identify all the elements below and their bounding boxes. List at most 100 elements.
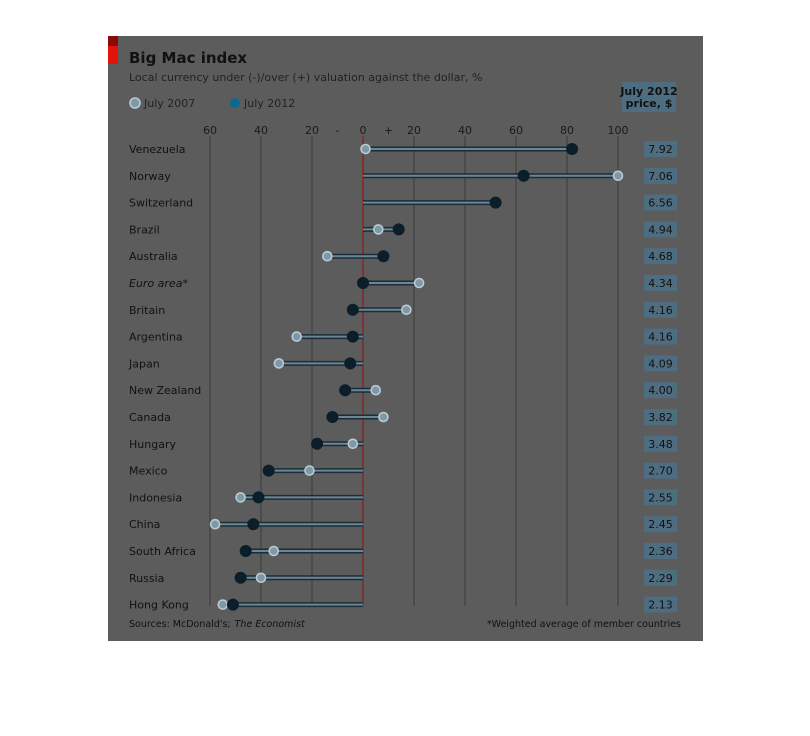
footnote: *Weighted average of member countries [487, 619, 681, 630]
point-july-2012 [377, 250, 390, 263]
price-label: 2.29 [648, 572, 673, 585]
price-cell [644, 301, 677, 318]
country-label: New Zealand [129, 384, 201, 397]
x-tick-label: 40 [458, 124, 472, 137]
data-row: Russia 2.29 [129, 569, 677, 586]
chart-title: Big Mac index [129, 49, 247, 67]
country-label: Australia [129, 250, 178, 263]
x-tick-label: 60 [203, 124, 217, 137]
price-label: 3.82 [648, 411, 673, 424]
country-label: Canada [129, 411, 171, 424]
price-label: 4.09 [648, 357, 673, 370]
country-label: Norway [129, 170, 171, 183]
point-july-2012 [344, 357, 357, 370]
source-note-text: Sources: McDonald's; [129, 619, 231, 630]
point-july-2012 [252, 491, 265, 504]
data-row: Switzerland 6.56 [129, 194, 677, 211]
legend-marker-2012 [230, 98, 240, 108]
point-july-2012 [326, 411, 339, 423]
price-label: 2.55 [648, 491, 673, 504]
price-cell [644, 382, 677, 399]
price-cell [644, 328, 677, 345]
point-july-2012 [247, 518, 260, 531]
brand-tab [108, 36, 118, 64]
x-tick-label: 40 [254, 124, 268, 137]
price-cell [644, 141, 677, 157]
point-july-2012 [226, 598, 239, 611]
point-july-2012 [346, 330, 359, 343]
point-july-2007 [304, 465, 315, 476]
legend-label-2007: July 2007 [143, 97, 195, 110]
point-july-2007 [370, 384, 382, 396]
price-header-box [622, 82, 676, 112]
point-july-2012 [234, 571, 247, 584]
x-tick-label: 80 [560, 124, 574, 137]
price-label: 4.68 [648, 250, 673, 263]
point-july-2012 [311, 437, 324, 450]
price-cell [644, 275, 677, 291]
data-row: Euro area*4.34 [129, 275, 677, 291]
point-july-2012 [392, 223, 405, 236]
price-label: 2.36 [648, 545, 673, 558]
chart-panel [108, 36, 703, 641]
price-label: 6.56 [648, 197, 673, 210]
data-row: Japan 4.09 [128, 355, 677, 372]
point-july-2007 [273, 358, 285, 369]
price-cell [644, 543, 677, 559]
point-july-2012 [262, 464, 275, 477]
country-label: Euro area* [129, 277, 188, 290]
price-cell [644, 248, 677, 265]
country-label: Britain [129, 304, 165, 317]
country-label: Russia [129, 572, 164, 585]
country-label: South Africa [129, 545, 196, 558]
point-july-2007 [217, 599, 229, 610]
country-label: Indonesia [129, 491, 182, 504]
point-july-2007 [255, 572, 267, 584]
country-label: Japan [128, 357, 160, 370]
point-july-2007 [209, 518, 221, 530]
point-july-2007 [401, 304, 412, 316]
point-july-2007 [360, 143, 371, 155]
point-july-2007 [413, 277, 425, 289]
data-row: Indonesia 2.55 [129, 489, 677, 506]
x-tick-label: 0 [360, 124, 367, 137]
point-july-2012 [517, 169, 530, 182]
country-label: Switzerland [129, 197, 193, 210]
point-july-2012 [566, 143, 579, 155]
country-label: Mexico [129, 465, 168, 478]
price-cell [644, 489, 677, 506]
x-tick-label: 100 [608, 124, 629, 137]
data-row: South Africa 2.36 [129, 543, 677, 559]
x-tick-label: + [384, 124, 393, 137]
country-label: Argentina [129, 331, 183, 344]
price-cell [644, 435, 677, 452]
x-tick-label: 60 [509, 124, 523, 137]
point-july-2007 [235, 492, 246, 503]
point-july-2007 [372, 224, 384, 235]
price-label: 4.16 [648, 304, 673, 317]
source-note-italic: The Economist [235, 619, 306, 630]
point-july-2007 [378, 411, 389, 423]
price-header-line1: July 2012 [619, 85, 677, 98]
price-cell [644, 194, 677, 211]
point-july-2007 [612, 170, 624, 182]
price-label: 2.70 [648, 465, 673, 478]
price-cell [644, 596, 677, 613]
x-tick-label: - [336, 124, 340, 137]
data-row: Australia 4.68 [129, 248, 677, 265]
price-cell [644, 167, 677, 184]
country-label: Brazil [129, 223, 160, 236]
data-row: Canada 3.82 [129, 409, 677, 425]
price-cell [644, 462, 677, 479]
price-label: 4.00 [648, 384, 673, 397]
